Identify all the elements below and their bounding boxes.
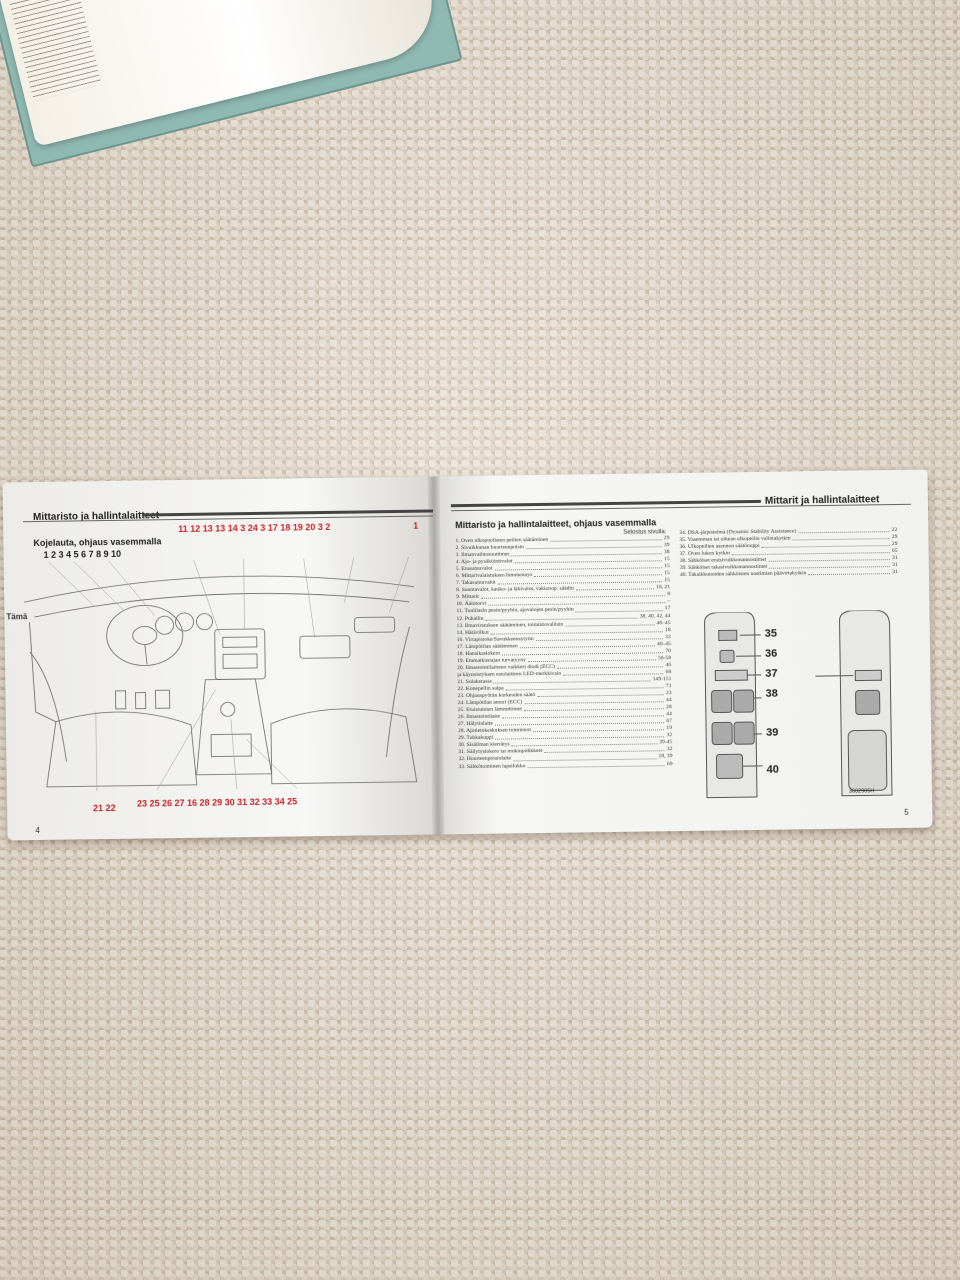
toc-leader-dots [488,598,666,607]
callout-35: 35 [764,627,778,640]
page-number-right: 5 [904,807,909,817]
toc-leader-dots [495,732,665,740]
toc-leader-dots [490,626,664,635]
toc-leader-dots [792,534,890,541]
toc-leader-dots [514,556,663,564]
diagram-numbers-black: 1 2 3 4 5 6 7 8 9 10 [43,548,122,560]
toc-leader-dots [575,584,655,591]
right-page-header: Mittarit ja hallintalaitteet [764,494,880,507]
toc-leader-dots [769,562,891,570]
toc-item-page: – [667,598,671,605]
toc-leader-dots [525,542,662,550]
toc-column-1: 1. Oven ulkopuolisten peilien säätäminen… [455,535,672,771]
toc-leader-dots [798,527,890,534]
toc-leader-dots [494,718,665,726]
toc-leader-dots [511,739,658,747]
toc-leader-dots [565,619,655,627]
left-page-subtitle: Kojelauta, ohjaus vasemmalla [33,536,162,549]
diagram-number-right: 1 [413,520,419,531]
toc-leader-dots [556,662,664,669]
toc-leader-dots [512,753,657,761]
toc-item-page: 18 [665,626,671,633]
toc-leader-dots [502,648,664,656]
toc-item-page: 70 [665,647,672,654]
toc-leader-dots [563,669,664,676]
toc-leader-dots [511,549,663,557]
toc-item-page: 33 [665,633,671,640]
toc-leader-dots [527,760,665,768]
toc-leader-dots [761,541,890,549]
callout-40: 40 [766,763,779,776]
callout-38: 38 [765,687,778,700]
toc-leader-dots [808,569,891,576]
dashboard-diagram [24,556,418,792]
toc-leader-dots [544,746,665,754]
toc-leader-dots [523,704,665,712]
toc-leader-dots [494,563,663,571]
toc-leader-dots [493,676,651,684]
toc-leader-dots [532,725,665,733]
diagram-numbers-red: 11 12 13 13 14 3 24 3 17 18 19 20 3 2 [178,521,331,535]
toc-leader-dots [519,641,655,649]
toc-leader-dots [502,711,665,719]
toc-leader-dots [505,683,664,691]
callout-36: 36 [764,647,778,660]
toc-leader-dots [485,613,638,621]
toc-leader-dots [768,555,891,563]
toc-leader-dots [497,577,663,585]
callout-39: 39 [766,726,779,739]
diagram-numbers-bottom-left: 21 22 [93,802,116,814]
toc-leader-dots [527,655,657,663]
callout-37: 37 [765,667,778,680]
toc-leader-dots [731,548,891,556]
page-number-left: 4 [35,825,40,836]
toc-leader-dots [575,605,663,613]
toc-leader-dots [524,697,665,705]
toc-item-page: 22 [891,526,898,534]
toc-item-label: 33. Sähkötoiminen lapsilukko [458,762,526,770]
toc-item-page: 31 [892,569,898,576]
open-book [0,0,482,183]
figure-code: 3602905H [848,788,875,795]
toc-leader-dots [550,535,662,542]
owners-manual: Mittaristo ja hallintalaitteet Kojelauta… [2,469,933,841]
toc-leader-dots [537,690,664,698]
toc-leader-dots [535,633,664,641]
toc-column-2: 34. DSA-järjestelmä (Dynamic Stability A… [679,527,898,579]
door-switch-figure [704,609,893,799]
toc-item-page: 69 [666,760,673,767]
toc-leader-dots [534,570,663,578]
toc-item-page: 8 [667,591,671,598]
